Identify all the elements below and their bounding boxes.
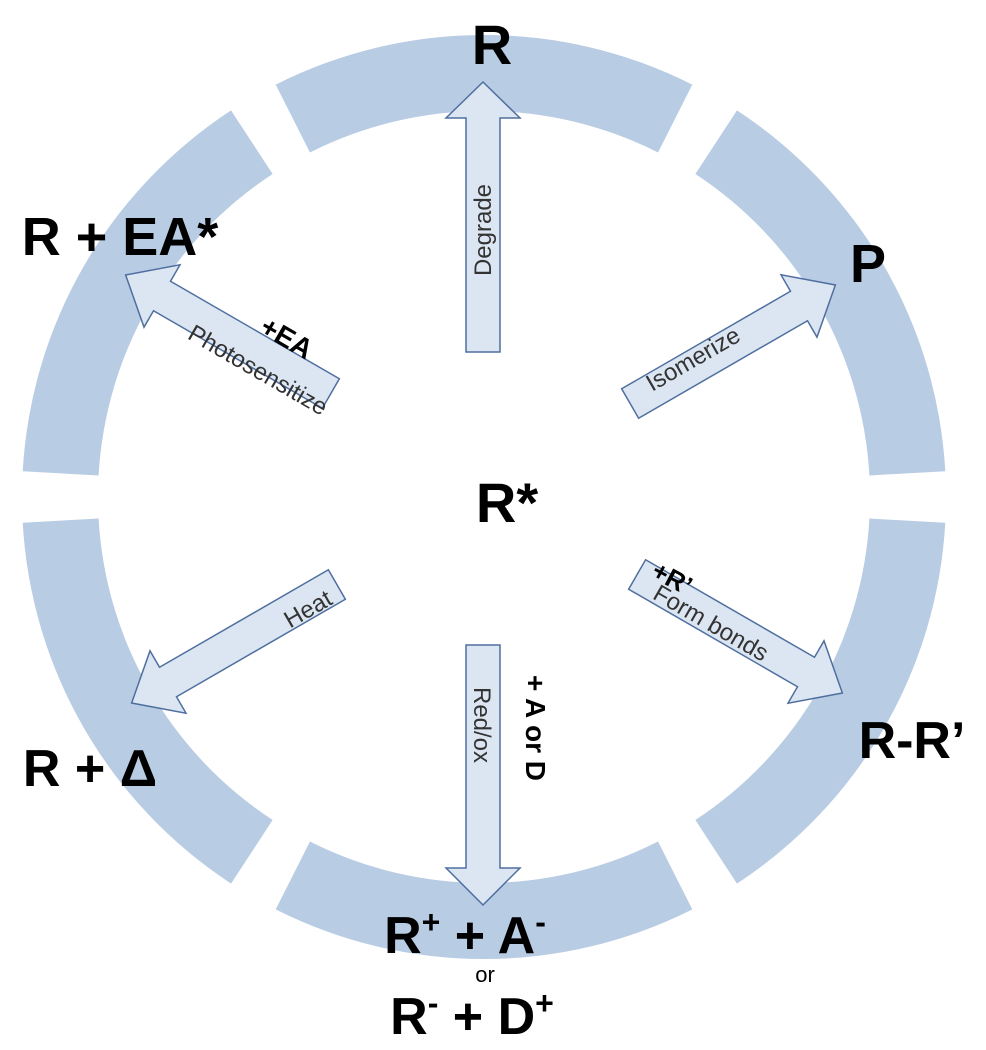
arrow-form-bonds-shape — [627, 558, 844, 705]
arrow-photosensitize: Photosensitize +EA — [124, 263, 341, 421]
arrow-redox: Red/ox + A or D — [444, 644, 551, 907]
node-bottom-line2: R- + D+ — [390, 985, 554, 1046]
node-lower-left: R + Δ — [23, 740, 157, 798]
condition-redox: + A or D — [520, 675, 551, 781]
arrow-degrade-shape — [444, 80, 522, 353]
node-bottom-line2-sup1: - — [428, 985, 439, 1021]
arrow-degrade-label: Degrade — [470, 184, 497, 276]
center-state-label: R* — [476, 471, 538, 534]
node-bottom-line1-r: R — [384, 907, 422, 965]
arrow-redox-label: Red/ox — [468, 687, 495, 763]
arrow-isomerize-shape — [620, 273, 837, 420]
arrow-degrade: Degrade — [444, 80, 522, 353]
node-bottom-line2-r: R — [390, 988, 428, 1046]
node-bottom-line2-sup2: + — [535, 985, 554, 1021]
node-right: R-R’ — [859, 712, 966, 770]
node-bottom-line1-mid: + A — [440, 907, 535, 965]
node-bottom-line1-sup1: + — [422, 904, 441, 940]
arrow-form-bonds: Form bonds +R’ — [627, 555, 844, 705]
arrow-isomerize: Isomerize — [620, 273, 837, 420]
arrow-redox-shape — [444, 644, 522, 907]
node-upper-right: P — [850, 234, 886, 294]
ring-segment-right-lower — [695, 518, 946, 884]
node-bottom-line2-mid: + D — [438, 988, 535, 1046]
node-bottom-line1-sup2: - — [535, 904, 546, 940]
node-upper-left: R + EA* — [22, 207, 219, 267]
node-bottom-or: or — [475, 962, 495, 987]
arrow-heat: Heat — [130, 568, 347, 715]
node-top: R — [472, 13, 512, 76]
arrow-photosensitize-shape — [124, 263, 341, 410]
node-bottom-line1: R+ + A- — [384, 904, 546, 965]
arrow-heat-shape — [130, 568, 347, 715]
